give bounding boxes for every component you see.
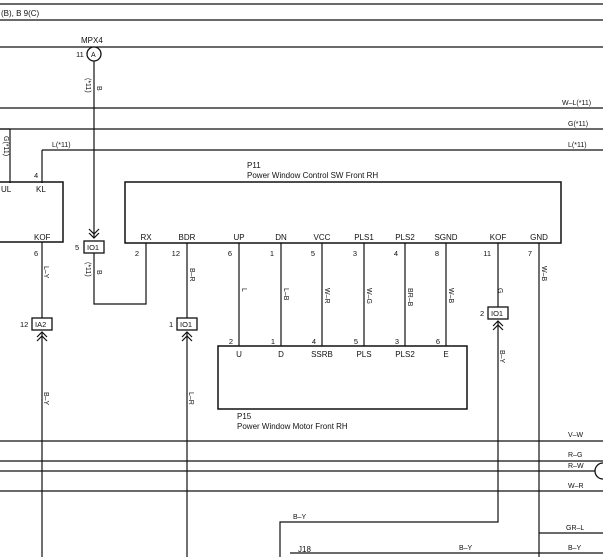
left-component-box [0,181,64,243]
p11-terminals: RX2BDR12B–RUP6LDN1L–BVCC5W–RPLS13W–GPLS2… [135,233,548,346]
vw-label: V–W [568,432,584,439]
p11-terminal-rx: RX [140,233,152,242]
p11-pin-pls1: 3 [353,249,357,258]
p11-terminal-gnd: GND [530,233,548,242]
l-label: L(*11) [568,142,587,149]
p15-pin-u: 2 [229,337,233,346]
p11-wire-color-kof: G [496,288,503,293]
p11-box [124,181,562,244]
p11-terminal-vcc: VCC [314,233,331,242]
mpx4-label: MPX4 [81,36,103,45]
kl-terminal: KL [36,185,46,194]
p11-wire-color-up: L [240,288,247,292]
p11-wire-color-vcc: W–R [323,288,330,304]
p11-pin-vcc: 5 [311,249,315,258]
by3-label: B–Y [568,545,582,552]
header-ref: (B), B 9(C) [1,9,40,18]
by2-label: B–Y [459,545,473,552]
io1-right-wire-color: B–Y [498,350,505,364]
p11-terminal-up: UP [233,233,244,242]
p11-title: Power Window Control SW Front RH [247,171,378,180]
g-left-note: G(*11) [2,136,9,156]
p15-terminal-u: U [236,350,242,359]
wl-label: W–L(*11) [562,100,591,107]
p11-terminal-sgnd: SGND [434,233,457,242]
mpx4-letter: A [91,52,96,59]
rw-connector [594,462,603,480]
p11-wire-color-gnd: W–B [540,266,547,282]
p11-terminal-pls1: PLS1 [354,233,374,242]
left-ul-label: UL [1,185,12,194]
p11-pin-sgnd: 8 [435,249,439,258]
p15-terminal-e: E [443,350,448,359]
io1-left-note: (*11) [84,262,91,277]
p15-pin-e: 6 [436,337,440,346]
ia2-wire-color: B–Y [42,392,49,406]
p11-pin-kof: 11 [483,249,491,258]
p11-terminal-dn: DN [275,233,287,242]
io1-left-name: IO1 [87,243,99,252]
p11-terminal-bdr: BDR [179,233,196,242]
ia2-pin: 12 [20,320,28,329]
p11-pin-gnd: 7 [528,249,532,258]
io1-right-pin: 2 [480,309,484,318]
p11-pin-pls2: 4 [394,249,398,258]
io1-right-name: IO1 [491,309,503,318]
io1-mid-name: IO1 [180,320,192,329]
p11-terminal-pls2: PLS2 [395,233,415,242]
io1-right-wire [279,321,499,557]
p11-wire-color-bdr: B–R [188,268,195,282]
p15-terminal-ssrb: SSRB [311,350,333,359]
p15-terminal-pls2: PLS2 [395,350,415,359]
io1-left-arrow-icon [88,228,100,239]
kof-wire-color: L–Y [42,266,49,279]
io1-left-wire: B [95,270,102,275]
p11-pin-up: 6 [228,249,232,258]
mpx4-note: (*11) [84,78,91,93]
p11-wire-color-sgnd: W–B [447,288,454,304]
io1-right-connector [487,306,509,320]
mpx4-pin: 11 [76,50,84,59]
g-label: G(*11) [568,121,588,128]
p11-wire-color-dn: L–B [282,288,289,301]
l-left-note: L(*11) [52,142,71,149]
rw-label: R–W [568,463,584,470]
by1-label: B–Y [293,514,307,521]
p11-wire-color-pls1: W–G [365,288,372,304]
io1-left-pin: 5 [75,243,79,252]
p11-pin-bdr: 12 [172,249,180,258]
p15-code: P15 [237,412,252,421]
ia2-name: IA2 [35,320,46,329]
p11-wire-color-pls2: BR–B [406,288,413,307]
p15-terminal-d: D [278,350,284,359]
grl-label: GR–L [566,525,584,532]
io1-mid-wire-color: L–R [187,392,194,405]
kl-pin: 4 [34,171,38,180]
p11-pin-rx: 2 [135,249,139,258]
p15-pin-pls2: 3 [395,337,399,346]
kof-terminal: KOF [34,233,51,242]
rx-loop-wire [93,243,147,305]
p15-title: Power Window Motor Front RH [237,422,348,431]
mpx4-wire-color: B [95,86,102,91]
p15-box [217,345,468,410]
rg-label: R–G [568,452,582,459]
p11-pin-dn: 1 [270,249,274,258]
j18-label: J18 [298,545,311,554]
p11-terminal-kof: KOF [490,233,507,242]
kof-pin: 6 [34,249,38,258]
io1-mid-connector [176,317,198,331]
p15-terminal-pls: PLS [356,350,371,359]
p15-pin-ssrb: 4 [312,337,316,346]
p11-code: P11 [247,161,261,170]
p15-pin-pls: 5 [354,337,358,346]
p15-pin-d: 1 [271,337,275,346]
io1-mid-pin: 1 [169,320,173,329]
wr-label: W–R [568,483,584,490]
ia2-connector [31,317,53,331]
